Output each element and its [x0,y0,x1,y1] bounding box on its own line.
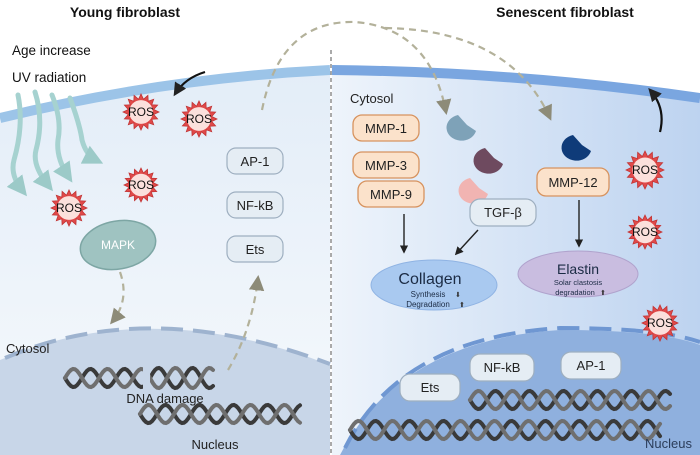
mapk-label: MAPK [101,238,135,252]
ros-burst-6: ROS [627,214,663,250]
ros-burst-4: ROS [50,189,88,227]
ros-burst-3-label: ROS [128,178,154,192]
ros-burst-3: ROS [123,167,159,203]
nucleus-tf-ap1: AP-1 [577,358,606,373]
ros-burst-5-label: ROS [632,163,658,177]
young-tf-ap1: AP-1 [241,154,270,169]
ros-burst-7: ROS [641,304,679,342]
collagen-label: Collagen [398,271,461,288]
dna-strand-right-lower [348,418,662,442]
collagen-degradation: Degradation [406,300,450,309]
mmp-1-label: MMP-1 [365,121,407,136]
mapk-node: MAPK [79,219,157,271]
title-young: Young fibroblast [70,4,181,20]
elastin-up-arrow-icon: ⬆ [600,289,606,297]
elastin-line2: degradation [555,288,595,297]
young-tf-nfkb: NF-kB [237,198,274,213]
label-nucleus-left: Nucleus [192,437,239,452]
ros-burst-5: ROS [625,150,665,190]
ros-burst-6-label: ROS [632,225,658,239]
label-dna-damage: DNA damage [126,391,203,406]
ros-burst-4-label: ROS [56,201,82,215]
mmp12-enzyme-icon [561,135,591,161]
collagen-down-arrow-icon: ⬇ [455,291,461,299]
elastin-line1: Solar clastosis [554,278,603,287]
ros-burst-2-label: ROS [186,112,212,126]
ros-burst-1: ROS [122,93,160,131]
dna-strand-left-lower [138,402,302,426]
title-senescent: Senescent fibroblast [496,4,634,20]
mmp3-enzyme-icon [473,148,503,174]
label-cytosol-right: Cytosol [350,91,393,106]
dashed-arrows [110,20,552,371]
tgf-beta-node: TGF-β [469,198,537,227]
young-tf-ets: Ets [246,242,265,257]
dna-strand-damage [63,364,215,392]
label-uv-radiation: UV radiation [12,70,86,85]
elastin-label: Elastin [557,261,599,277]
ros-burst-2: ROS [180,100,218,138]
mmp-9-label: MMP-9 [370,187,412,202]
ros-burst-7-label: ROS [647,316,673,330]
collagen-synthesis: Synthesis [411,290,446,299]
tgf-beta-label: TGF-β [484,205,522,220]
arrow-ros-inward [173,70,206,97]
young-tf-group: AP-1 NF-kB Ets [226,147,284,263]
label-cytosol-left: Cytosol [6,341,49,356]
label-age-increase: Age increase [12,43,91,58]
mmp9-enzyme-icon [458,178,488,204]
mmp-3-label: MMP-3 [365,158,407,173]
nucleus-tf-ets: Ets [421,380,440,395]
label-nucleus-right: Nucleus [645,436,692,451]
uv-rays [6,89,104,197]
collagen-up-arrow-icon: ⬆ [459,301,465,309]
nucleus-tf-group: Ets NF-kB AP-1 [399,351,622,402]
collagen-node: Collagen Synthesis Degradation ⬇ ⬆ [370,259,498,311]
arrow-ros-outward [648,88,663,133]
ros-burst-1-label: ROS [128,105,154,119]
mmp-group: MMP-1 MMP-3 MMP-9 MMP-12 [352,114,610,208]
enzyme-shapes [446,115,591,204]
nucleus-tf-nfkb: NF-kB [484,360,521,375]
dna-strand-right-upper [468,388,672,412]
elastin-node: Elastin Solar clastosis degradation ⬆ [517,250,639,298]
effect-arrows [399,200,584,256]
mmp-12-label: MMP-12 [548,175,597,190]
mmp1-enzyme-icon [446,115,476,141]
